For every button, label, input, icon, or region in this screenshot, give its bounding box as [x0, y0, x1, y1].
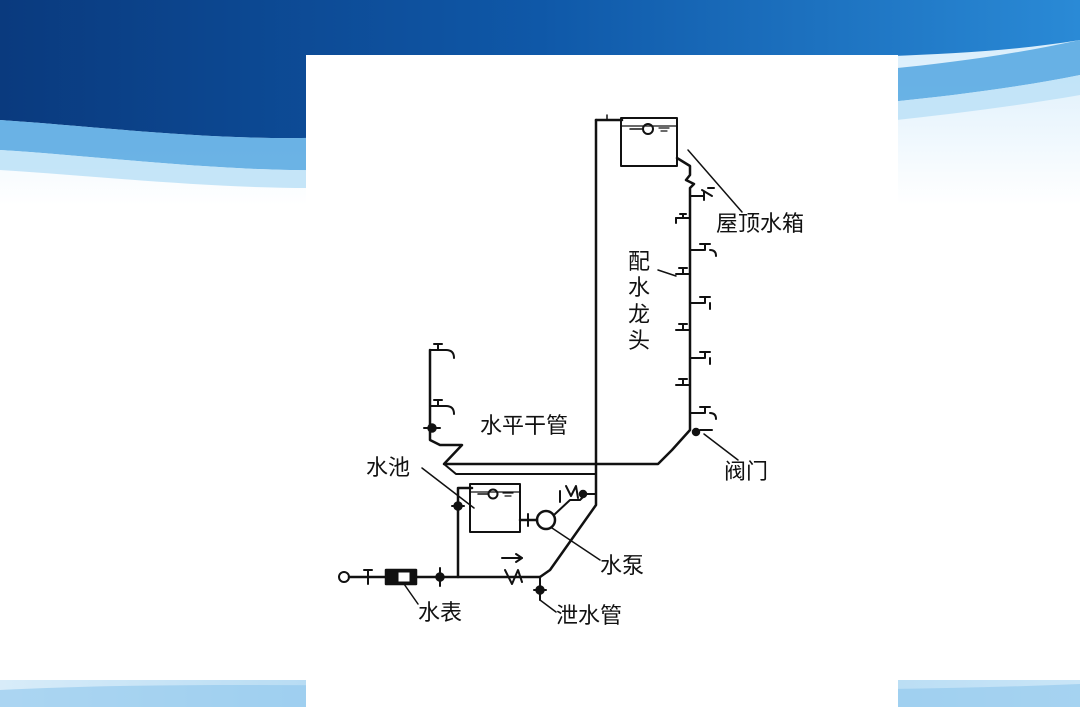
main-riser-pipe	[538, 118, 624, 579]
faucet-icon	[689, 351, 711, 365]
label-valve: 阀门	[724, 460, 769, 485]
leader-lines	[403, 149, 743, 613]
valve-icon	[691, 427, 713, 437]
label-drain: 泄水管	[556, 604, 623, 629]
faucet-icon	[689, 187, 715, 201]
label-meter: 水表	[418, 601, 463, 626]
check-valve-icon	[501, 553, 523, 585]
drain-pipe-icon	[533, 576, 547, 601]
faucet-icon	[689, 406, 717, 420]
label-pool: 水池	[366, 456, 411, 481]
label-horizontal-main: 水平干管	[480, 414, 569, 439]
valve-icon	[363, 569, 373, 585]
faucet-icon	[675, 213, 691, 224]
pump-icon	[518, 485, 597, 531]
horizontal-main-pipe	[428, 348, 598, 475]
faucet-icon	[429, 399, 455, 415]
roof-tank-icon	[606, 114, 678, 167]
label-pump: 水泵	[600, 554, 645, 579]
diagram-panel	[306, 55, 898, 707]
faucet-icon	[675, 267, 691, 275]
distribution-pipe	[594, 156, 696, 466]
label-faucets: 配水龙头	[627, 250, 650, 355]
water-pool-icon	[469, 483, 521, 533]
faucet-icon	[675, 378, 691, 386]
pool-inlet-pipe	[456, 486, 474, 579]
faucet-icon	[675, 323, 691, 331]
faucet-icon	[689, 243, 717, 257]
valve-icon	[423, 423, 441, 433]
label-roof-tank: 屋顶水箱	[716, 212, 805, 237]
faucet-icon	[689, 296, 711, 310]
faucet-icon	[429, 343, 455, 359]
valve-icon	[451, 501, 465, 511]
water-meter-icon	[384, 568, 418, 586]
valve-icon	[435, 567, 445, 587]
